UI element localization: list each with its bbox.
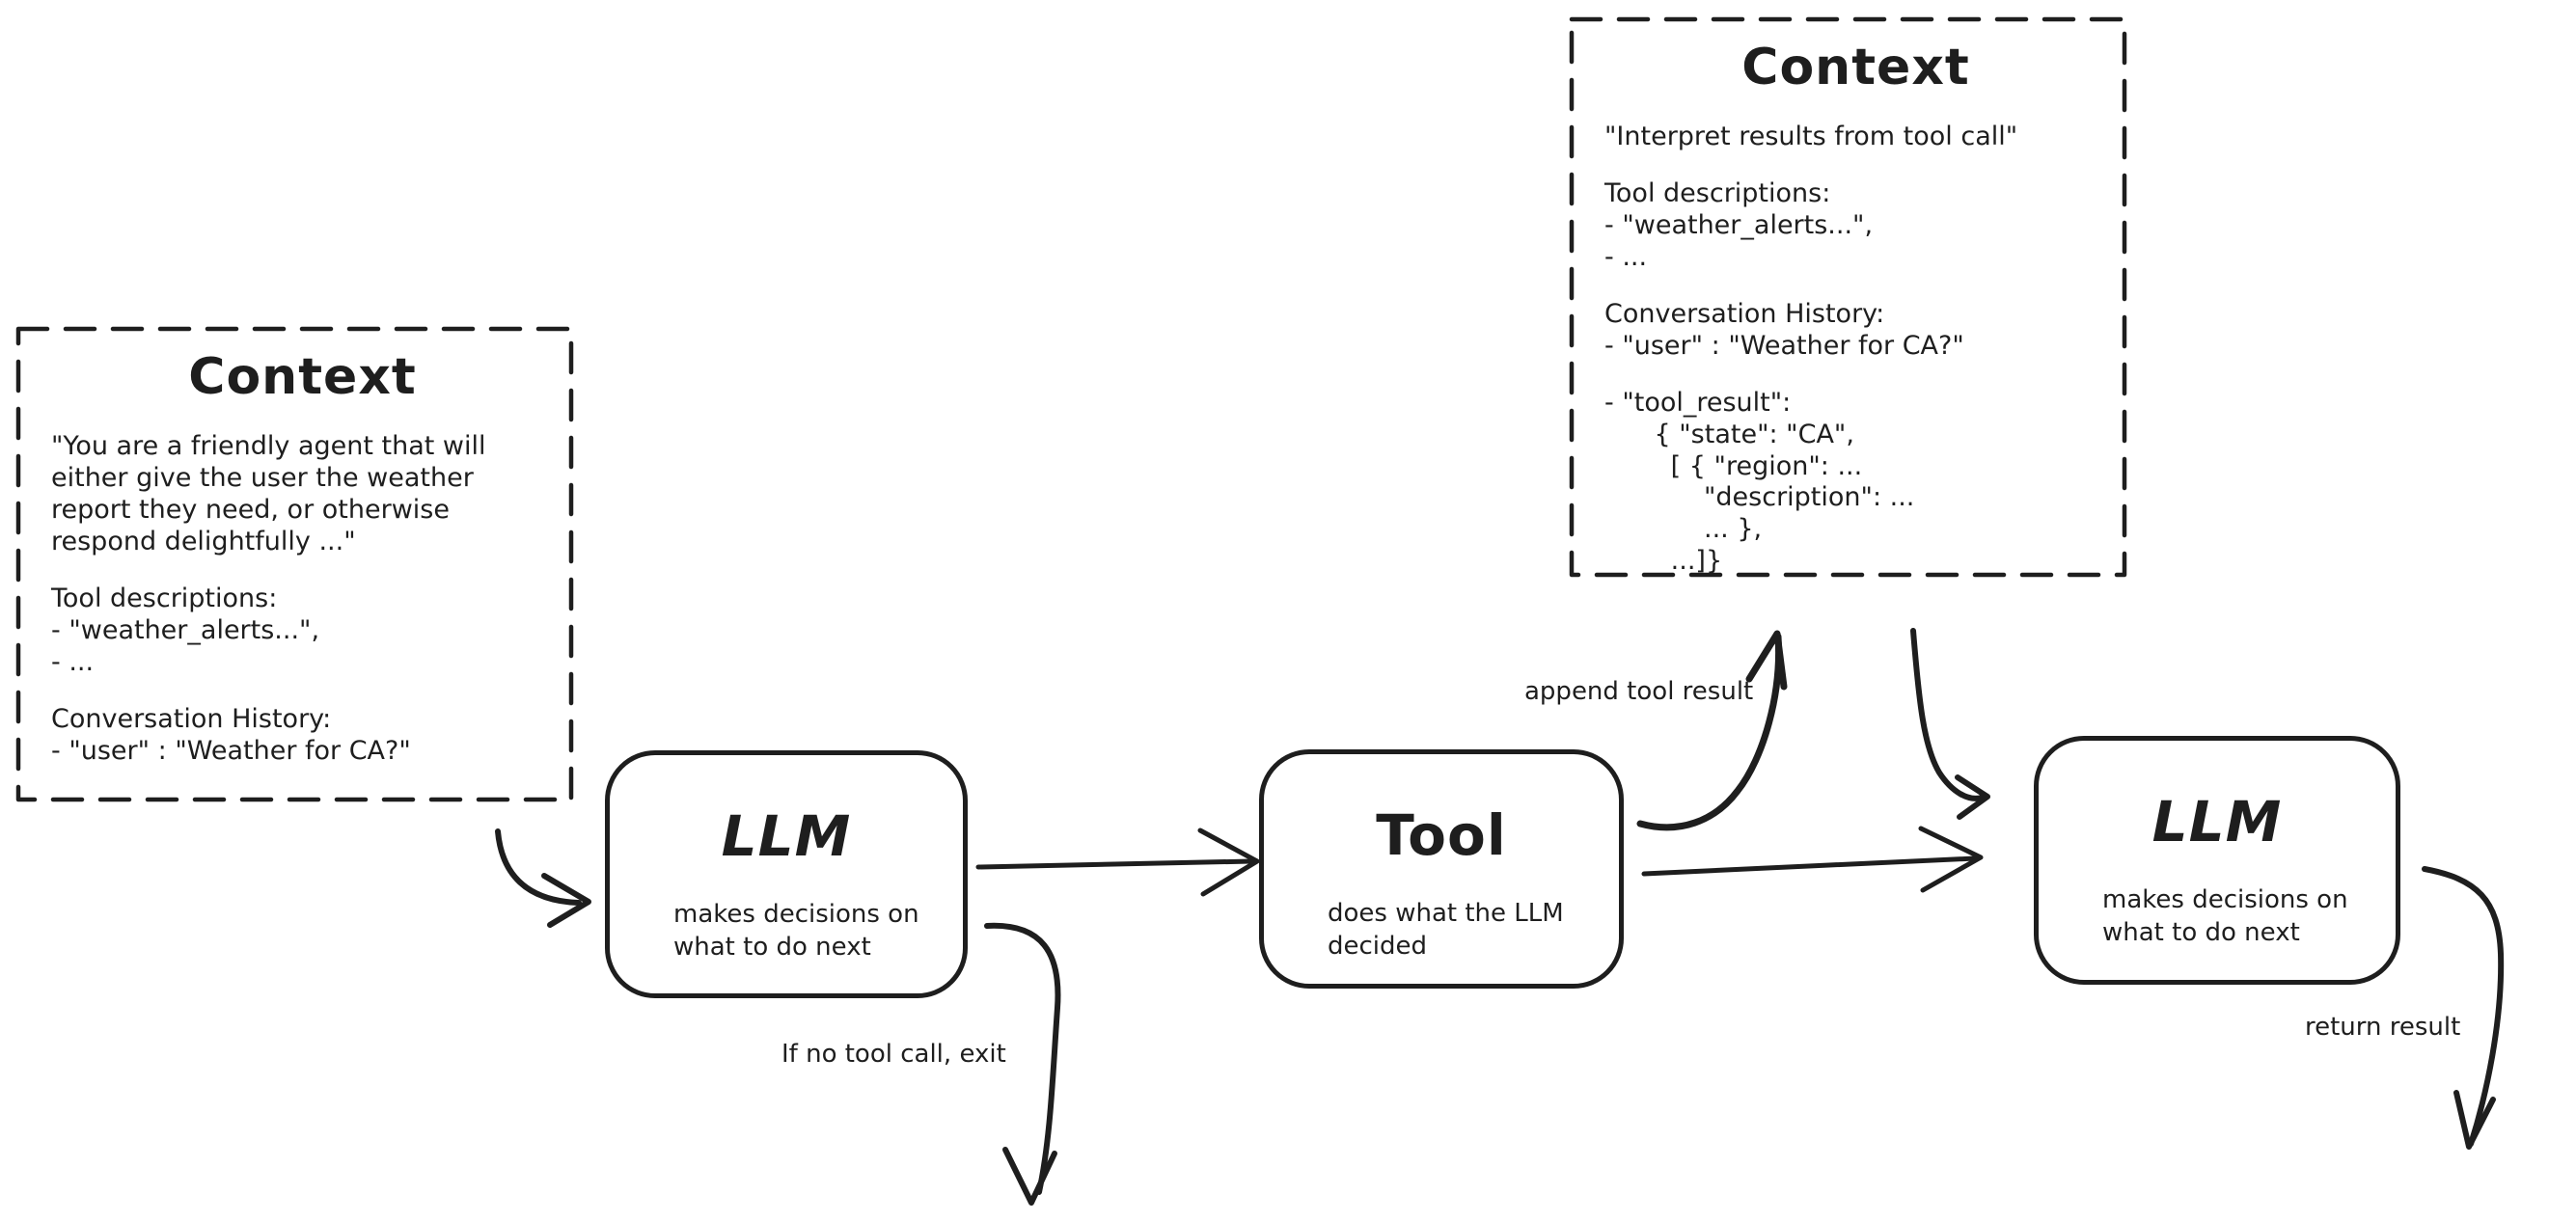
node-tool-title: Tool [1376, 802, 1507, 868]
arrow-llm2-return-head [2453, 1090, 2496, 1150]
node-llm-1-title: LLM [721, 803, 852, 869]
context-right-border [1569, 16, 2127, 578]
context-left-border [15, 326, 574, 802]
context-box-left: Context "You are a friendly agent that w… [16, 327, 573, 801]
label-append-tool-result: append tool result [1524, 677, 1754, 706]
arrow-context-left-to-llm1 [495, 828, 582, 906]
context-right-conversation-history: Conversation History:- "user" : "Weather… [1604, 298, 1964, 361]
context-right-title: Context [1741, 39, 1970, 96]
node-llm-2-title: LLM [2151, 789, 2283, 855]
arrow-llm1-to-tool [975, 858, 1254, 870]
arrow-tool-to-llm2 [1641, 855, 1978, 877]
context-right-tool-result: - "tool_result": { "state": "CA", [ { "r… [1604, 387, 1915, 577]
arrow-llm1-exit [984, 922, 1061, 1195]
context-left-tool-descriptions: Tool descriptions:- "weather_alerts...",… [51, 583, 320, 677]
label-return-result: return result [2305, 1013, 2461, 1042]
arrow-llm2-return [2422, 866, 2505, 1147]
arrow-context-right-to-llm2 [1910, 628, 1985, 801]
context-left-conversation-history: Conversation History:- "user" : "Weather… [51, 703, 411, 766]
arrow-tool-to-context-right-head [1745, 630, 1788, 691]
arrow-llm1-exit-head [1002, 1147, 1057, 1206]
arrow-context-right-to-llm2-head [1955, 774, 1990, 820]
arrow-tool-to-context-right [1636, 633, 1783, 831]
label-if-no-tool-call-exit: If no tool call, exit [781, 1040, 1006, 1069]
arrow-tool-to-llm2-head [1918, 826, 1984, 893]
context-left-title: Context [188, 348, 417, 406]
context-right-system-prompt: "Interpret results from tool call" [1604, 122, 2018, 151]
arrow-llm1-to-tool-head [1197, 828, 1260, 897]
context-box-right: Context "Interpret results from tool cal… [1570, 17, 2126, 577]
arrow-context-left-to-llm1-head [541, 873, 591, 928]
context-right-tool-descriptions: Tool descriptions:- "weather_alerts...",… [1604, 177, 1874, 272]
